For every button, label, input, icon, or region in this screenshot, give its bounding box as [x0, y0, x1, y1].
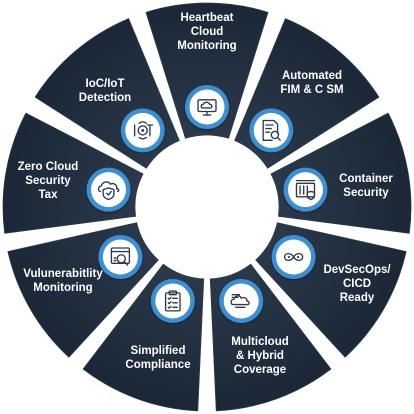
segment-label: IoC/IoT Detection	[79, 78, 131, 104]
cloud-shield-icon	[97, 181, 120, 201]
segment-label-line: Detection	[79, 92, 131, 104]
segment-label-line: Heartbeat	[180, 12, 233, 24]
segment-label-line: FIM & C SM	[280, 84, 343, 96]
segment-label-line: Vulunerabitlity	[23, 268, 103, 280]
multicloud-icon	[230, 293, 250, 308]
container-shield-icon	[295, 179, 316, 201]
segment-label-line: IoC/IoT	[86, 78, 125, 90]
segment-label-line: Zero Cloud	[18, 161, 79, 173]
segment-label-line: Compliance	[125, 359, 190, 371]
infinity-loop-icon	[283, 252, 304, 262]
vulnerability-scan-badge	[98, 235, 143, 279]
segment-label-line: Security	[25, 175, 71, 187]
segment-label-line: Ready	[340, 292, 375, 304]
center-hole	[136, 136, 278, 278]
segment-label-line: Cloud	[191, 26, 224, 38]
multicloud-badge	[219, 278, 264, 323]
segment-label-line: Multicloud	[231, 336, 289, 348]
segment-label-line: Simplified	[131, 345, 186, 357]
cloud-monitor-badge	[185, 85, 229, 129]
segment-label-line: DevSecOps/	[323, 264, 391, 276]
cloud-monitor-icon	[197, 99, 217, 116]
segment-1	[145, 2, 269, 139]
document-search-badge	[249, 108, 294, 153]
segment-label-line: Container	[339, 173, 393, 185]
document-search-icon	[262, 119, 281, 141]
infinity-loop-badge	[271, 235, 316, 279]
container-shield-badge	[283, 167, 328, 212]
clipboard-checklist-icon	[164, 290, 181, 312]
segment-label-line: Automated	[282, 70, 342, 82]
iot-chip-icon	[133, 121, 154, 140]
segment-label: DevSecOps/CICD Ready	[323, 264, 391, 304]
segment-label-line: Monitoring	[33, 282, 92, 294]
cloud-shield-badge	[86, 167, 131, 212]
segment-label-line: CICD	[343, 278, 371, 290]
clipboard-checklist-badge	[150, 278, 195, 323]
iot-chip-badge	[120, 108, 165, 153]
segment-label-line: Security	[343, 187, 389, 199]
segment-label-line: Monitoring	[177, 40, 236, 52]
segment-label-line: Coverage	[234, 364, 286, 376]
segment-label-line: Tax	[39, 189, 59, 201]
vulnerability-scan-icon	[110, 247, 131, 266]
segment-label-line: & Hybrid	[236, 350, 284, 362]
